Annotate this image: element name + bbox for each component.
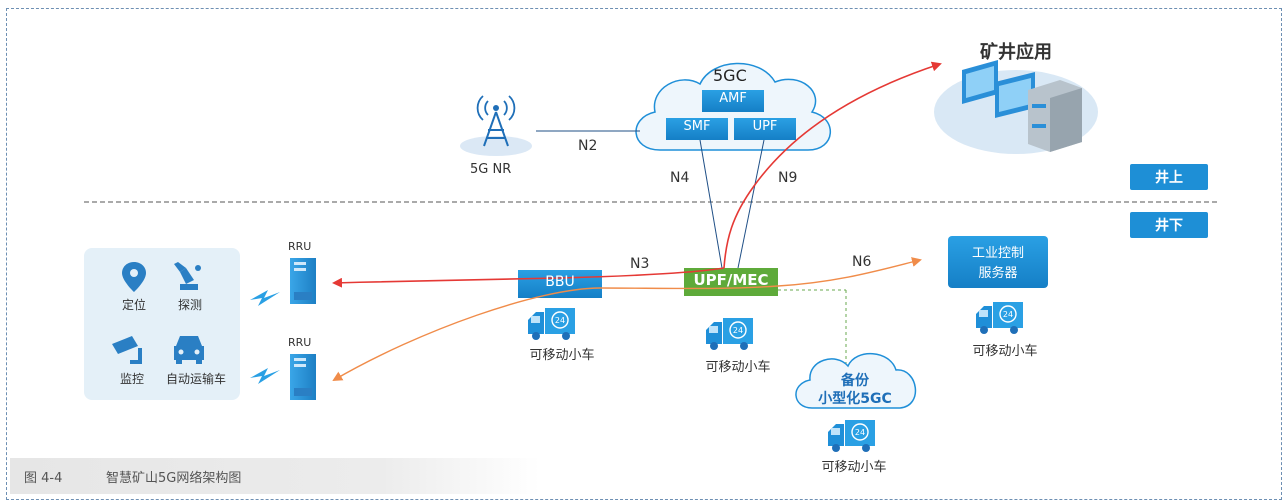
n9-label: N9 (778, 170, 798, 186)
truck-badge-text: 24 (733, 326, 743, 335)
figure-caption: 图 4-4 智慧矿山5G网络架构图 (10, 458, 540, 494)
orange-path-to-rru (332, 285, 779, 382)
zone-above-badge: 井上 (1130, 164, 1208, 190)
upf-truck-icon: 24 (706, 318, 753, 350)
monitor-label: 监控 (119, 372, 144, 386)
vehicle-front-icon (174, 336, 204, 364)
backup-vehicle-label: 可移动小车 (821, 460, 887, 475)
n9-link (737, 139, 765, 269)
5g-nr-antenna-icon (460, 95, 532, 156)
bbu-box (518, 270, 602, 298)
truck-badge-text: 24 (555, 316, 565, 325)
detect-label: 探测 (177, 298, 202, 312)
mine-app-title: 矿井应用 (980, 42, 1052, 63)
upf-mec-label: UPF/MEC (693, 271, 769, 289)
upf-box (734, 118, 796, 140)
amf-label: AMF (719, 91, 747, 106)
amf-box (702, 90, 764, 112)
location-pin-icon (122, 262, 146, 292)
ics-line2: 服务器 (978, 266, 1018, 281)
truck-badge-text: 24 (1003, 310, 1013, 319)
smf-box (666, 118, 728, 140)
mine-app-servers-icon (934, 60, 1098, 154)
n4-label: N4 (670, 170, 690, 186)
5gc-title: 5GC (713, 66, 747, 85)
n2-label: N2 (578, 138, 598, 154)
wireless-signal-icon (250, 290, 280, 384)
backup-line2: 小型化5GC (818, 391, 892, 407)
upf-mec-box (684, 268, 778, 296)
bbu-label: BBU (545, 274, 575, 290)
red-path-to-app (723, 61, 942, 269)
figure-number: 图 4-4 (24, 471, 63, 486)
rru-bottom-label: RRU (288, 336, 312, 349)
n4-link (699, 139, 723, 269)
robot-arm-icon (174, 262, 201, 290)
n3-label: N3 (630, 256, 650, 272)
red-path-to-rru (332, 267, 725, 288)
ics-vehicle-label: 可移动小车 (972, 344, 1038, 359)
cctv-camera-icon (112, 336, 142, 364)
rru-bottom-device-icon (290, 354, 316, 400)
smf-label: SMF (683, 119, 711, 134)
rru-top-device-icon (290, 258, 316, 304)
backup-line1: 备份 (841, 373, 869, 389)
orange-path-to-ics (777, 257, 922, 287)
zone-below-badge: 井下 (1130, 212, 1208, 238)
transport-label: 自动运输车 (165, 372, 226, 386)
ics-server-box (948, 236, 1048, 288)
backup-5gc-cloud (795, 352, 917, 409)
truck-badge-text: 24 (855, 428, 865, 437)
bbu-truck-icon: 24 (528, 308, 575, 340)
dashed-frame (6, 8, 1282, 500)
backup-truck-icon: 24 (828, 420, 875, 452)
ics-line1: 工业控制 (971, 246, 1024, 261)
upf-label: UPF (752, 119, 778, 134)
bbu-vehicle-label: 可移动小车 (529, 348, 595, 363)
5g-nr-label: 5G NR (470, 162, 512, 177)
figure-title: 智慧矿山5G网络架构图 (106, 471, 242, 486)
rru-top-label: RRU (288, 240, 312, 253)
upf-vehicle-label: 可移动小车 (705, 360, 771, 375)
n6-label: N6 (852, 254, 872, 270)
locate-label: 定位 (121, 298, 146, 312)
ics-truck-icon: 24 (976, 302, 1023, 334)
